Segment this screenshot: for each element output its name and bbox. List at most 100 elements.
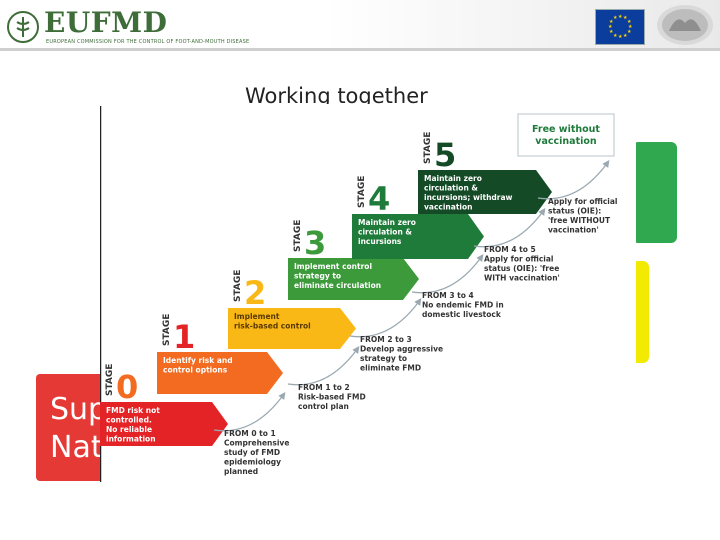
svg-text:★: ★ bbox=[627, 29, 632, 35]
transition-2-curve-arrow bbox=[349, 298, 422, 338]
svg-text:★: ★ bbox=[609, 19, 614, 25]
stage-0-text-line: FMD risk not bbox=[106, 406, 160, 415]
background-text: Sup Nat bbox=[50, 391, 107, 467]
svg-text:★: ★ bbox=[609, 29, 614, 35]
transition-0-text-line: study of FMD bbox=[224, 448, 280, 457]
transition-3-text-line: No endemic FMD in bbox=[422, 301, 504, 310]
stage-2-text-line: Implement bbox=[234, 312, 280, 321]
stage-4-arrow bbox=[352, 214, 484, 259]
stage-4-number: 4 bbox=[368, 180, 390, 218]
stage-2-word: STAGE bbox=[233, 270, 243, 302]
svg-text:★: ★ bbox=[608, 24, 613, 30]
transition-3-text-line: domestic livestock bbox=[422, 310, 502, 319]
stage-5-text-line: circulation & bbox=[424, 184, 478, 193]
transition-0-text-line: epidemiology bbox=[224, 458, 281, 467]
transition-0-text-line: FROM 0 to 1 bbox=[224, 429, 276, 438]
stage-1-text-line: control options bbox=[163, 366, 228, 375]
transition-2-text-line: eliminate FMD bbox=[360, 364, 421, 373]
transition-4-text-line: Apply for official bbox=[484, 255, 554, 264]
transition-2-text-line: Develop aggressive bbox=[360, 345, 443, 354]
stage-5-number: 5 bbox=[434, 136, 456, 174]
transition-4-text-line: WITH vaccination' bbox=[484, 274, 560, 283]
stage-5-arrow bbox=[418, 170, 552, 214]
transition-4-text-line: status (OIE): 'free bbox=[484, 264, 559, 273]
stage-5-text-line: vaccination bbox=[424, 203, 472, 212]
stage-3-text-line: eliminate circulation bbox=[294, 281, 381, 290]
transition-3-curve-arrow bbox=[411, 254, 484, 294]
stage-4-text-line: Maintain zero bbox=[358, 218, 416, 227]
transition-1-curve-arrow bbox=[287, 346, 360, 386]
stage-5-word: STAGE bbox=[423, 132, 433, 164]
stage-3-number: 3 bbox=[304, 224, 326, 262]
svg-text:★: ★ bbox=[618, 14, 623, 20]
stage-4-word: STAGE bbox=[357, 176, 367, 208]
stage-1-text-line: Identify risk and bbox=[163, 356, 233, 365]
transition-1-text-line: control plan bbox=[298, 402, 349, 411]
stage-3-text-line: Implement control bbox=[294, 262, 372, 271]
transition-5-text-line: Apply for official bbox=[548, 197, 618, 206]
transition-0-text-line: Comprehensive bbox=[224, 439, 289, 448]
eufmd-subtitle: EUROPEAN COMMISSION FOR THE CONTROL OF F… bbox=[46, 39, 250, 45]
stage-1-arrow bbox=[157, 352, 283, 394]
yellow-side-bar bbox=[632, 261, 649, 363]
free-box-label-line2: vaccination bbox=[535, 136, 597, 147]
stage-4-text-line: circulation & bbox=[358, 228, 412, 237]
svg-text:★: ★ bbox=[613, 33, 618, 39]
transition-4-text-line: FROM 4 to 5 bbox=[484, 245, 536, 254]
stage-2-text-line: risk-based control bbox=[234, 322, 311, 331]
svg-text:★: ★ bbox=[613, 15, 618, 21]
transition-1-text-line: Risk-based FMD bbox=[298, 393, 366, 402]
transition-1-text-line: FROM 1 to 2 bbox=[298, 383, 350, 392]
free-box-label-line1: Free without bbox=[532, 124, 600, 135]
seal-emblem-icon bbox=[657, 5, 713, 45]
stage-3-word: STAGE bbox=[293, 220, 303, 252]
stage-1-word: STAGE bbox=[162, 314, 172, 346]
svg-text:★: ★ bbox=[623, 33, 628, 39]
svg-text:★: ★ bbox=[618, 34, 623, 40]
green-side-bar bbox=[632, 142, 677, 243]
stage-0-arrow bbox=[100, 402, 228, 446]
stage-5-text-line: incursions; withdraw bbox=[424, 193, 513, 202]
transition-5-curve-arrow bbox=[537, 160, 610, 200]
stage-0-text-line: controlled. bbox=[106, 416, 152, 425]
stage-2-arrow bbox=[228, 308, 356, 349]
svg-text:★: ★ bbox=[623, 15, 628, 21]
header-divider bbox=[0, 48, 720, 51]
background-text-line1: Sup bbox=[50, 392, 108, 427]
stage-0-text-line: information bbox=[106, 435, 156, 444]
transition-2-text-line: strategy to bbox=[360, 354, 407, 363]
eu-flag-icon: ★★★★ ★★★★ ★★★★ bbox=[595, 9, 645, 45]
stage-0-text-line: No reliable bbox=[106, 425, 152, 434]
stage-0-number: 0 bbox=[116, 368, 138, 406]
eufmd-logo-text: EUFMD bbox=[44, 6, 168, 39]
stage-3-text-line: strategy to bbox=[294, 272, 341, 281]
transition-3-text-line: FROM 3 to 4 bbox=[422, 291, 474, 300]
transition-0-curve-arrow bbox=[213, 392, 286, 432]
transition-0-text-line: planned bbox=[224, 467, 258, 476]
stage-2-number: 2 bbox=[244, 274, 266, 312]
transition-2-text-line: FROM 2 to 3 bbox=[360, 335, 412, 344]
transition-5-text-line: vaccination' bbox=[548, 226, 599, 235]
stage-1-number: 1 bbox=[173, 318, 195, 356]
svg-text:★: ★ bbox=[628, 24, 633, 30]
fao-logo-icon bbox=[7, 11, 39, 43]
transition-5-text-line: status (OIE): bbox=[548, 207, 601, 216]
transition-5-text-line: 'free WITHOUT bbox=[548, 216, 611, 225]
stage-0-word: STAGE bbox=[105, 364, 115, 396]
stage-5-text-line: Maintain zero bbox=[424, 174, 482, 183]
